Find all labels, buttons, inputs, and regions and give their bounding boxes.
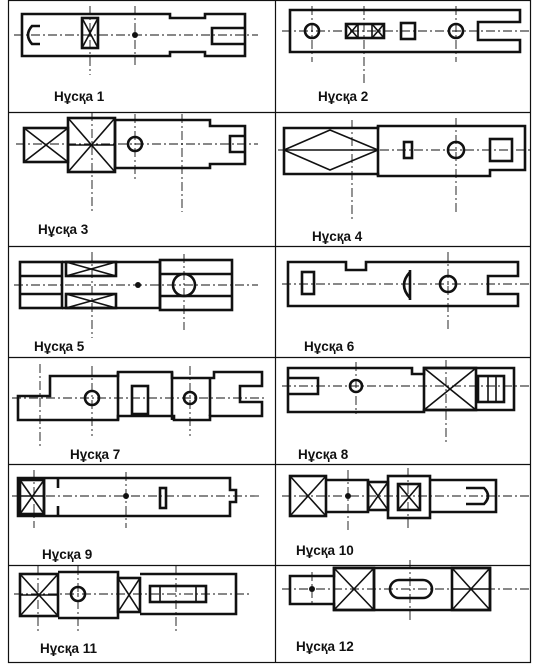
variant-7-drawing	[12, 364, 264, 446]
variant-10-caption: Нұсқа 10	[296, 543, 354, 558]
variant-5-drawing	[14, 252, 258, 338]
variant-12-caption: Нұсқа 12	[296, 639, 354, 654]
variant-11-caption: Нұсқа 11	[40, 641, 98, 656]
variant-4-drawing	[278, 118, 530, 220]
variant-3-caption: Нұсқа 3	[38, 222, 89, 237]
variant-6-caption: Нұсқа 6	[304, 339, 355, 354]
variant-6-drawing	[282, 252, 530, 330]
variant-11-drawing	[14, 566, 250, 634]
variant-3-drawing	[16, 112, 258, 212]
variant-7-caption: Нұсқа 7	[70, 447, 120, 462]
table-grid	[7, 0, 532, 664]
variant-2-caption: Нұсқа 2	[318, 89, 368, 104]
variant-1-drawing	[14, 6, 258, 75]
variant-8-caption: Нұсқа 8	[298, 447, 349, 462]
variant-8-drawing	[282, 360, 530, 444]
variant-10-drawing	[282, 468, 530, 530]
variant-12-drawing	[282, 560, 530, 620]
variant-9-caption: Нұсқа 9	[42, 547, 92, 562]
variant-1-caption: Нұсқа 1	[54, 89, 105, 104]
variant-9-drawing	[12, 470, 262, 528]
variant-4-caption: Нұсқа 4	[312, 229, 363, 244]
variant-5-caption: Нұсқа 5	[34, 339, 85, 354]
variant-2-drawing	[282, 6, 530, 85]
